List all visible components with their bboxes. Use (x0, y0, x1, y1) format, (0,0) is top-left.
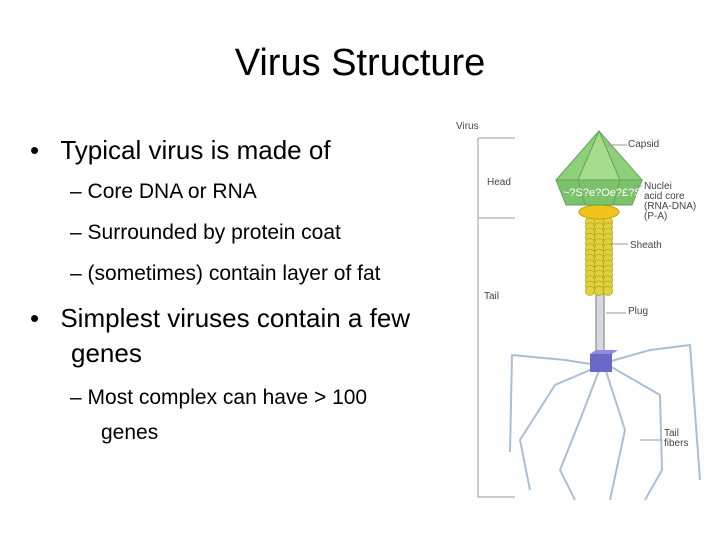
dash: – (70, 180, 82, 203)
label-plug: Plug (628, 306, 648, 317)
label-rna-dna: (RNA-DNA) (644, 201, 696, 212)
pointer-lines (606, 144, 662, 441)
sub-bullet-text: Surrounded by protein coat (87, 221, 341, 244)
sub-bullet: – (sometimes) contain layer of fat (70, 259, 380, 289)
sub-bullet: – Surrounded by protein coat (70, 218, 341, 248)
sub-bullet-cont: genes (101, 421, 159, 444)
collar (578, 204, 620, 220)
tail-fibers (509, 344, 701, 501)
label-nuclei: Nuclei (644, 181, 672, 192)
label-capsid: Capsid (628, 139, 659, 150)
base-plate-top (590, 350, 618, 354)
capsid: ~?S?e?Oe?£?S- (554, 129, 646, 206)
slide-title: Virus Structure (234, 42, 486, 84)
bullet-2: • Simplest viruses contain a few (30, 302, 410, 334)
dash: – (70, 221, 82, 244)
sub-bullet-text: (sometimes) contain layer of fat (87, 262, 381, 285)
sub-bullet-text: Most complex can have > 100 (87, 386, 368, 409)
sheath-bead (594, 285, 605, 296)
sub-bullet-text: Core DNA or RNA (87, 180, 257, 203)
bullet-2-text-cont: genes (71, 338, 142, 368)
label-tail: Tail (484, 291, 499, 302)
sheath-bead (585, 285, 596, 296)
label-acid-core: acid core (644, 191, 685, 202)
label-tail-fibers-1: Tail (664, 428, 679, 439)
nucleic-acid-squiggle: ~?S?e?Oe?£?S- (563, 187, 646, 199)
plug-tube (595, 292, 605, 356)
bullet-dot: • (30, 303, 40, 333)
bracket-lines (477, 137, 515, 498)
sub-bullet: – Most complex can have > 100 (70, 383, 367, 413)
sub-bullet: – Core DNA or RNA (70, 177, 257, 207)
label-head: Head (487, 177, 511, 188)
label-pa: (P-A) (644, 211, 667, 222)
dash: – (70, 262, 82, 285)
label-virus: Virus (456, 121, 479, 132)
bullet-1: • Typical virus is made of (30, 134, 331, 166)
bullet-2-text: Simplest viruses contain a few (60, 303, 411, 333)
bullet-1-text: Typical virus is made of (60, 135, 331, 165)
base-plate (590, 354, 612, 372)
sheath-bead (603, 285, 614, 296)
dash: – (70, 386, 82, 409)
label-sheath: Sheath (630, 240, 662, 251)
bullet-dot: • (30, 135, 40, 165)
sheath (585, 216, 614, 296)
label-tail-fibers-2: fibers (664, 438, 688, 449)
